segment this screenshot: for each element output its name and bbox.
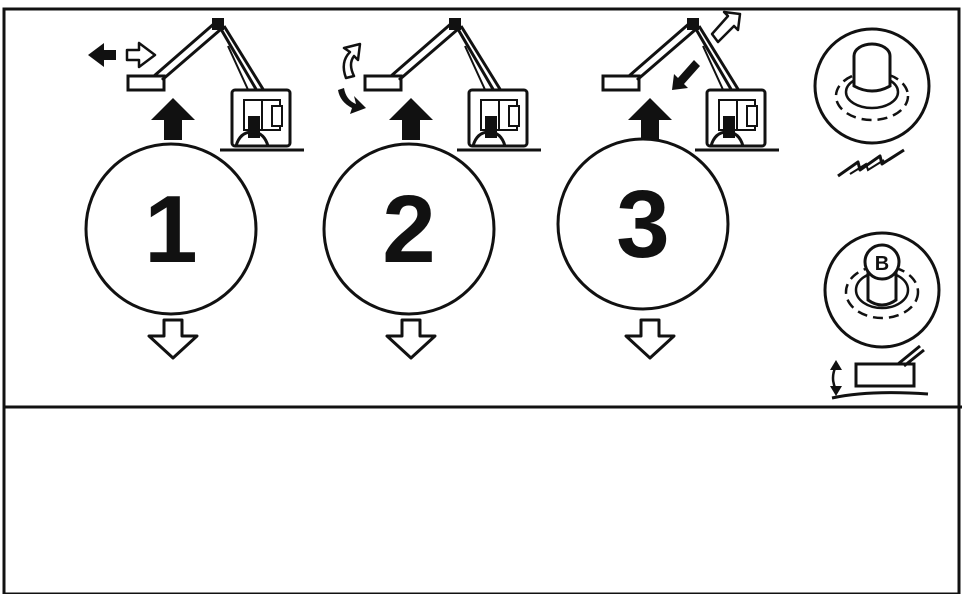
boom-slew-left-right-icon [88,16,306,152]
arrow-down-icon [385,318,437,360]
joystick-with-vibration-icon [813,27,931,178]
control-2-number: 2 [382,176,435,283]
control-2[interactable]: 2 [322,16,543,360]
control-3-circle [556,137,730,311]
control-3-number: 3 [616,171,669,278]
joystick-b-button-icon: B [823,231,941,349]
arrow-up-icon [389,98,433,140]
panel-frame [2,7,961,594]
arrow-down-icon [147,318,199,360]
control-1-number: 1 [144,176,197,283]
boom-tilt-icon [338,16,543,152]
control-1-circle [84,142,258,316]
platform-tilt-icon [830,344,929,400]
control-1[interactable]: 1 [84,16,306,360]
arrow-up-icon [151,98,195,140]
arrow-down-icon [624,318,676,360]
control-3[interactable]: 3 [556,10,781,360]
arrow-up-icon [628,98,672,140]
b-button-label: B [875,253,889,275]
control-2-circle [322,142,496,316]
boom-extend-retract-icon [601,10,781,152]
